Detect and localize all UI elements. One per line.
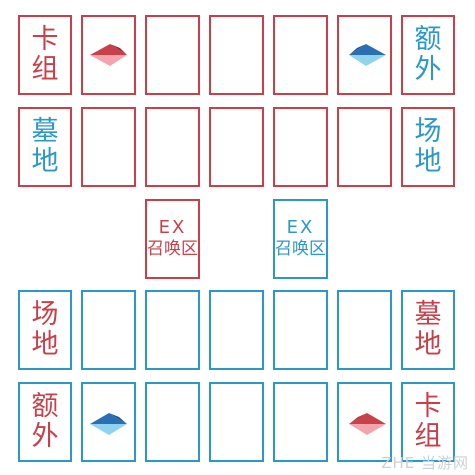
watermark: ZHE 当游网 xyxy=(381,454,469,472)
blue-pendulum-gem-icon-bottom xyxy=(90,413,127,435)
blue-graveyard-zone: 墓地 xyxy=(401,290,455,370)
red-spell-zone-4 xyxy=(273,107,328,187)
ex-summon-right-bottom: 召唤区 xyxy=(275,238,326,259)
blue-spell-zone-3 xyxy=(209,290,264,370)
red-spell-zone-3 xyxy=(209,107,264,187)
red-graveyard-label: 墓地 xyxy=(20,109,70,185)
red-deck-zone: 卡组 xyxy=(18,15,72,95)
red-pendulum-zone-right xyxy=(337,15,392,95)
red-spell-zone-2 xyxy=(145,107,200,187)
blue-monster-zone-1 xyxy=(145,382,200,462)
ex-summon-right-top: EX xyxy=(286,217,315,239)
red-spell-zone-1 xyxy=(81,107,136,187)
blue-spell-zone-5 xyxy=(337,290,392,370)
blue-spell-zone-4 xyxy=(273,290,328,370)
red-pendulum-gem-icon xyxy=(90,44,127,66)
blue-deck-zone: 卡组 xyxy=(401,382,455,462)
blue-deck-text: 卡组 xyxy=(414,390,442,452)
blue-field-label: 场地 xyxy=(20,292,70,368)
red-monster-zone-1 xyxy=(145,15,200,95)
blue-deck-label: 卡组 xyxy=(403,384,453,460)
ex-summon-zone-left: EX 召唤区 xyxy=(145,199,200,279)
blue-field-zone: 场地 xyxy=(18,290,72,370)
red-graveyard-text: 墓地 xyxy=(31,115,59,177)
ex-summon-left-label: EX 召唤区 xyxy=(147,201,198,277)
red-monster-zone-2 xyxy=(209,15,264,95)
blue-extra-text: 额外 xyxy=(31,390,59,452)
red-field-zone: 场地 xyxy=(401,107,455,187)
red-extra-deck-zone: 额外 xyxy=(401,15,455,95)
blue-spell-zone-2 xyxy=(145,290,200,370)
blue-pendulum-zone-left xyxy=(81,382,136,462)
red-graveyard-zone: 墓地 xyxy=(18,107,72,187)
blue-monster-zone-3 xyxy=(273,382,328,462)
blue-extra-label: 额外 xyxy=(20,384,70,460)
ex-summon-right-label: EX 召唤区 xyxy=(275,201,326,277)
red-spell-zone-5 xyxy=(337,107,392,187)
blue-extra-deck-zone: 额外 xyxy=(18,382,72,462)
red-monster-zone-3 xyxy=(273,15,328,95)
blue-graveyard-text: 墓地 xyxy=(414,298,442,360)
blue-spell-zone-1 xyxy=(81,290,136,370)
blue-pendulum-zone-right xyxy=(337,382,392,462)
blue-pendulum-gem-icon xyxy=(349,44,386,66)
red-pendulum-zone-left xyxy=(81,15,136,95)
red-extra-text: 额外 xyxy=(414,23,442,85)
red-deck-text: 卡组 xyxy=(31,23,59,85)
red-pendulum-gem-icon-bottom xyxy=(349,413,386,435)
red-extra-label: 额外 xyxy=(403,17,453,93)
red-field-label: 场地 xyxy=(403,109,453,185)
red-field-text: 场地 xyxy=(414,115,442,177)
ex-summon-left-top: EX xyxy=(158,217,187,239)
ex-summon-left-bottom: 召唤区 xyxy=(147,238,198,259)
blue-graveyard-label: 墓地 xyxy=(403,292,453,368)
blue-monster-zone-2 xyxy=(209,382,264,462)
ex-summon-zone-right: EX 召唤区 xyxy=(273,199,328,279)
red-deck-label: 卡组 xyxy=(20,17,70,93)
blue-field-text: 场地 xyxy=(31,298,59,360)
